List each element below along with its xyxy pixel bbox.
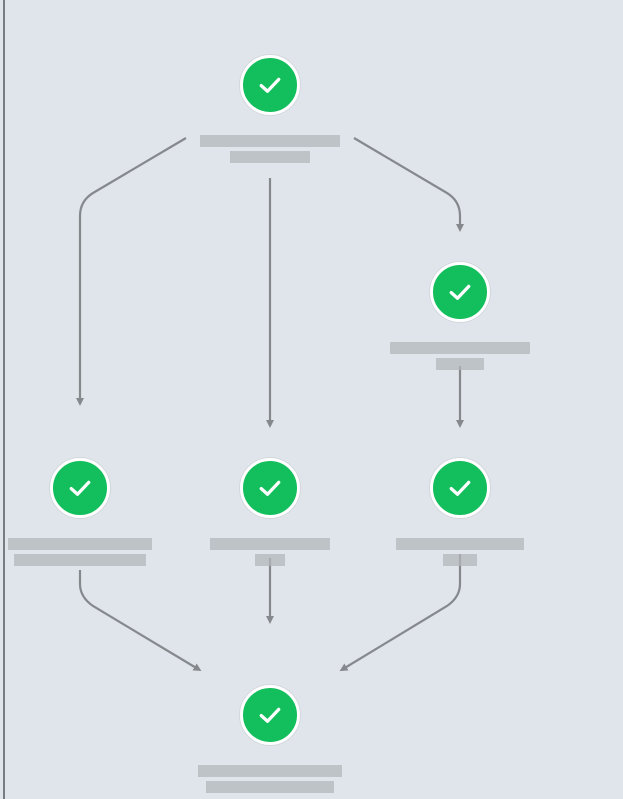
status-complete-badge [430, 262, 490, 322]
edge-root-to-left-branch [76, 137, 187, 406]
edge-root-to-right-step-1 [353, 137, 464, 232]
workflow-node-mid-branch[interactable] [190, 458, 350, 566]
edge-right-step-2-to-final [339, 554, 462, 672]
workflow-node-final[interactable] [190, 685, 350, 793]
status-complete-badge [240, 458, 300, 518]
redacted-label [390, 342, 530, 370]
edge-left-branch-to-final [78, 570, 202, 672]
status-complete-badge [430, 458, 490, 518]
redacted-label [396, 538, 524, 566]
workflow-node-root[interactable] [190, 55, 350, 163]
check-icon [69, 480, 91, 496]
status-complete-badge [240, 55, 300, 115]
redacted-label [8, 538, 152, 566]
redacted-label [198, 765, 342, 793]
check-icon [449, 480, 471, 496]
status-complete-badge [240, 685, 300, 745]
workflow-node-left-branch[interactable] [0, 458, 160, 566]
check-icon [259, 480, 281, 496]
redacted-label [210, 538, 330, 566]
check-icon [259, 77, 281, 93]
workflow-node-right-step-1[interactable] [380, 262, 540, 370]
check-icon [259, 707, 281, 723]
status-complete-badge [50, 458, 110, 518]
check-icon [449, 284, 471, 300]
workflow-node-right-step-2[interactable] [380, 458, 540, 566]
left-divider [3, 0, 5, 799]
redacted-label [200, 135, 340, 163]
